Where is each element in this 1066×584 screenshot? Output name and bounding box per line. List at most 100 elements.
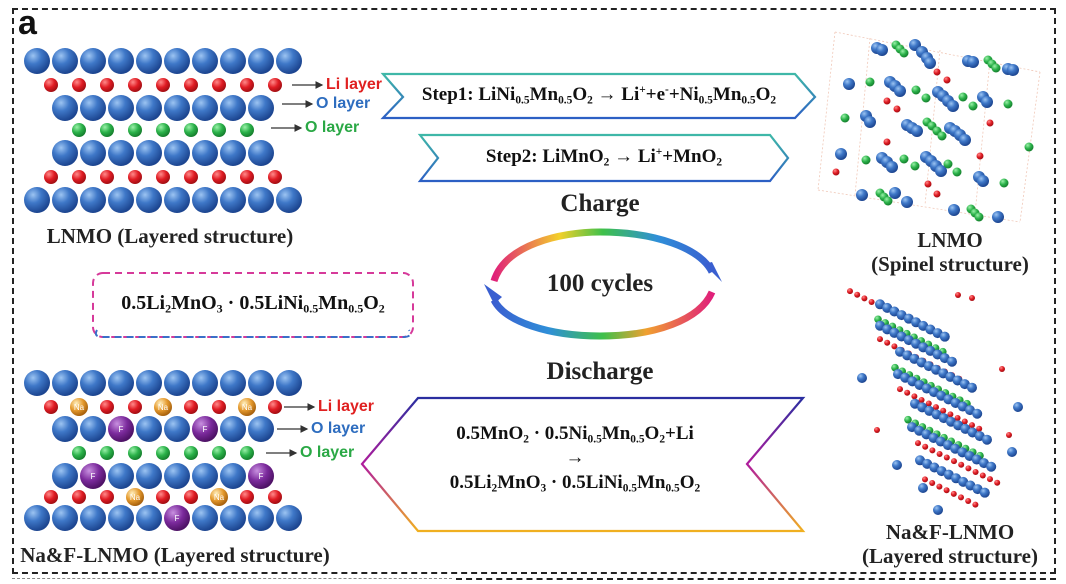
sodium-dopant-atom-label: Na	[242, 403, 253, 412]
oxygen-atom	[136, 505, 162, 531]
layered-lithium-atom	[922, 476, 928, 483]
spinel-oxygen-atom	[935, 165, 947, 177]
naf-3d-caption-subtitle: (Layered structure)	[862, 544, 1038, 568]
lithium-atom	[268, 400, 282, 414]
transition-metal-atom	[240, 446, 254, 460]
transition-metal-atom	[100, 123, 114, 137]
spinel-oxygen-atom	[889, 187, 901, 199]
layered-lithium-atom	[972, 501, 979, 508]
layered-lithium-atom	[854, 291, 861, 298]
oxygen-atom	[220, 505, 246, 531]
spinel-transition-metal-atom	[937, 131, 947, 141]
tm-layer-label: O layer	[300, 444, 355, 461]
spinel-transition-metal-atom	[958, 92, 968, 102]
spinel-oxygen-atom	[864, 116, 876, 128]
lithium-atom	[72, 170, 86, 184]
oxygen-atom	[24, 48, 50, 74]
fluorine-dopant-atom	[108, 416, 134, 442]
layered-lithium-atom	[884, 339, 891, 346]
layered-lithium-atom	[936, 483, 943, 490]
spinel-oxygen-atom	[959, 134, 971, 146]
sodium-dopant-atom	[154, 398, 172, 416]
lnmo-layered-lattice	[24, 48, 302, 213]
sodium-dopant-atom	[70, 398, 88, 416]
oxygen-atom	[248, 505, 274, 531]
panel-label: a	[18, 4, 37, 42]
spinel-oxygen-atom	[894, 85, 906, 97]
spinel-oxygen-atom	[967, 56, 979, 68]
fluorine-dopant-atom	[164, 505, 190, 531]
transition-metal-atom	[72, 123, 86, 137]
transition-metal-atom	[72, 446, 86, 460]
layered-lithium-atom	[943, 454, 950, 461]
oxygen-atom	[220, 48, 246, 74]
discharge-reactants: 0.5MnO2 · 0.5Ni0.5Mn0.5O2+Li	[456, 423, 694, 446]
layered-lithium-atom	[940, 407, 947, 414]
next-panel-border-right	[456, 578, 1056, 580]
transition-metal-atom	[212, 123, 226, 137]
lithium-atom	[212, 400, 226, 414]
spinel-lithium-atom	[883, 138, 891, 146]
layered-lithium-atom	[943, 487, 950, 494]
oxygen-atom	[24, 187, 50, 213]
discharge-label: Discharge	[546, 358, 654, 385]
layered-lithium-atom	[868, 298, 875, 305]
spinel-oxygen-atom	[947, 100, 959, 112]
oxygen-atom	[248, 140, 274, 166]
layered-oxygen-atom	[947, 356, 957, 367]
next-panel-border-left	[12, 578, 452, 579]
layered-oxygen-atom	[982, 434, 992, 445]
layered-transition-metal-atom	[904, 415, 912, 424]
fluorine-dopant-atom-label: F	[119, 425, 124, 434]
lithium-atom	[44, 400, 58, 414]
spinel-oxygen-atom	[886, 161, 898, 173]
layered-lithium-atom	[965, 465, 972, 472]
spinel-transition-metal-atom	[861, 155, 871, 165]
step2-equation: Step2: LiMnO2 → Li++MnO2	[485, 146, 723, 169]
oxygen-atom	[80, 95, 106, 121]
spinel-transition-metal-atom	[865, 77, 875, 87]
oxygen-atom	[276, 48, 302, 74]
unit-cell-edge	[974, 59, 991, 215]
layered-lithium-atom	[972, 468, 979, 475]
oxygen-atom	[248, 416, 274, 442]
lithium-atom	[184, 400, 198, 414]
layered-lithium-atom	[950, 490, 957, 497]
spinel-lithium-atom	[986, 119, 994, 127]
transition-metal-atom	[156, 446, 170, 460]
oxygen-atom	[52, 370, 78, 396]
layered-lithium-atom	[877, 336, 883, 343]
transition-metal-atom	[100, 446, 114, 460]
lithium-atom	[268, 170, 282, 184]
lithium-atom	[44, 490, 58, 504]
oxygen-atom	[136, 416, 162, 442]
spinel-oxygen-atom	[948, 204, 960, 216]
oxygen-atom	[164, 416, 190, 442]
oxygen-atom	[80, 370, 106, 396]
lithium-atom	[240, 170, 254, 184]
sodium-dopant-atom-label: Na	[214, 493, 225, 502]
spinel-oxygen-atom	[843, 78, 855, 90]
transition-metal-atom	[184, 446, 198, 460]
oxygen-atom	[164, 187, 190, 213]
lithium-atom	[156, 490, 170, 504]
oxygen-atom	[108, 48, 134, 74]
layered-lithium-atom	[965, 498, 972, 505]
spinel-transition-metal-atom	[911, 85, 921, 95]
spinel-oxygen-atom	[1007, 64, 1019, 76]
lithium-atom	[100, 78, 114, 92]
oxygen-atom	[136, 48, 162, 74]
fluorine-dopant-atom	[80, 463, 106, 489]
lithium-atom	[100, 170, 114, 184]
layered-lithium-atom	[936, 450, 943, 457]
layered-oxygen-atom	[979, 487, 990, 498]
oxygen-atom	[52, 187, 78, 213]
spinel-transition-metal-atom	[1003, 99, 1013, 109]
lithium-atom	[100, 400, 114, 414]
layered-oxygen-atom	[972, 408, 983, 419]
oxygen-atom	[164, 140, 190, 166]
spinel-caption-title: LNMO	[917, 228, 983, 252]
unit-cell-edge	[834, 31, 1041, 73]
li-layer-label: Li layer	[326, 76, 383, 93]
oxygen-atom	[192, 48, 218, 74]
